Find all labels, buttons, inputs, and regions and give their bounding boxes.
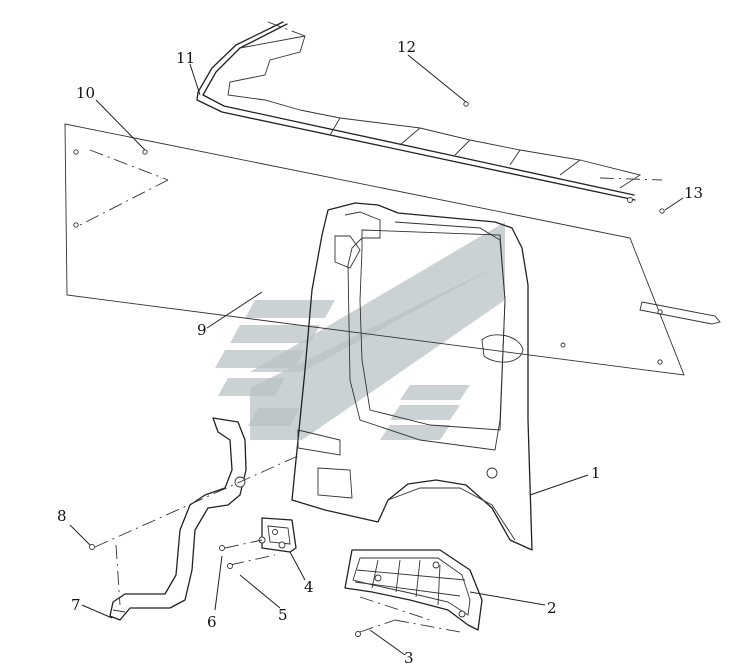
callout-labels: 1 2 3 4 5 6 7 8 9 10 11 12 13: [57, 38, 703, 667]
callout-7: 7: [71, 596, 81, 614]
part-7-handle: [109, 417, 247, 621]
callout-10: 10: [76, 84, 95, 102]
part-4-bracket: [258, 517, 297, 553]
callout-5: 5: [278, 606, 288, 624]
callout-4: 4: [304, 578, 314, 596]
panel-hole-icon: [560, 342, 566, 348]
part-11-trim-strip: [196, 21, 663, 203]
callout-11: 11: [176, 49, 195, 67]
panel-hole-icon: [73, 149, 79, 155]
watermark-logo: [215, 222, 505, 440]
assembly-lines: [94, 454, 461, 633]
callout-8: 8: [57, 507, 67, 525]
panel-hole-icon: [73, 222, 79, 228]
panel-hole-icon: [657, 359, 663, 365]
screw-icon: [227, 563, 233, 569]
callout-9: 9: [197, 321, 207, 339]
callout-13: 13: [684, 184, 703, 202]
callout-2: 2: [547, 599, 557, 617]
screw-icon: [355, 631, 361, 637]
screw-icon: [142, 149, 148, 155]
screw-icon: [89, 544, 95, 550]
part-9-panel: [64, 123, 721, 376]
screw-icon: [219, 545, 225, 551]
screw-icon: [463, 101, 469, 107]
part-1-cab-side-panel: [291, 202, 533, 551]
part-2-liner: [344, 549, 483, 631]
screw-icon: [659, 208, 665, 214]
leader-lines: [69, 54, 684, 656]
callout-3: 3: [404, 649, 414, 667]
callout-1: 1: [591, 464, 601, 482]
callout-12: 12: [397, 38, 416, 56]
callout-6: 6: [207, 613, 217, 631]
